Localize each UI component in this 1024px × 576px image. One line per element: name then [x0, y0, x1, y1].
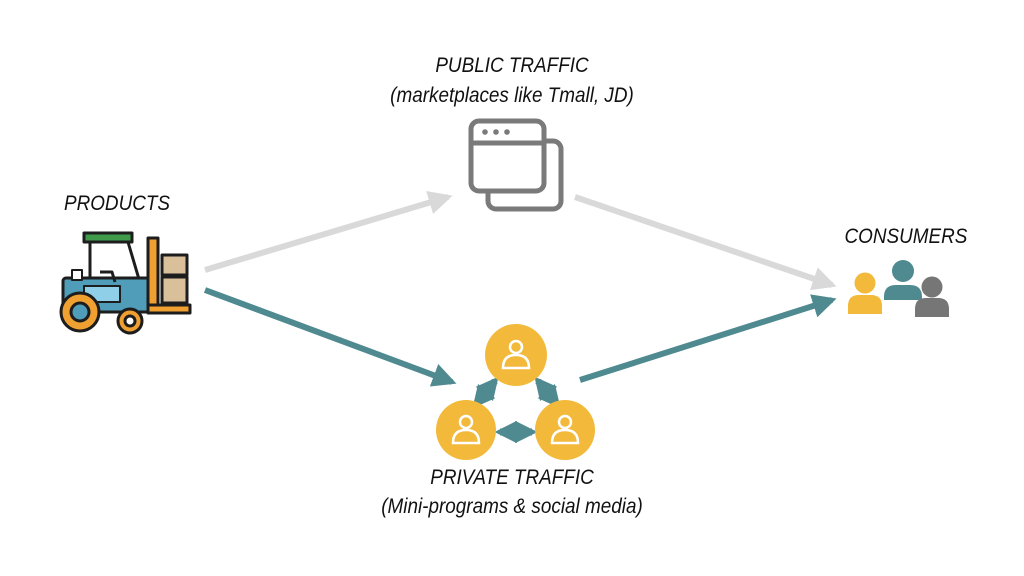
consumers-label: CONSUMERS — [844, 225, 968, 248]
private-traffic-subtitle: (Mini-programs & social media) — [381, 495, 643, 518]
forklift-icon — [59, 231, 192, 335]
public-traffic-title: PUBLIC TRAFFIC — [435, 54, 589, 77]
products-label: PRODUCTS — [63, 192, 171, 215]
arrow-private-top-right — [534, 376, 561, 409]
arrow-private-top-left — [472, 376, 499, 409]
user-circle-icon — [436, 400, 496, 460]
arrow-public-to-consumers — [574, 194, 837, 291]
user-circle-icon — [535, 400, 595, 460]
arrow-private-to-consumers — [579, 294, 837, 383]
arrow-products-to-public — [204, 191, 453, 273]
people-group-icon — [848, 260, 949, 317]
user-circle-icon — [485, 324, 547, 386]
browser-windows-icon — [468, 118, 564, 212]
arrow-products-to-private — [203, 287, 457, 387]
private-traffic-title: PRIVATE TRAFFIC — [430, 466, 594, 489]
public-traffic-subtitle: (marketplaces like Tmall, JD) — [390, 84, 634, 107]
